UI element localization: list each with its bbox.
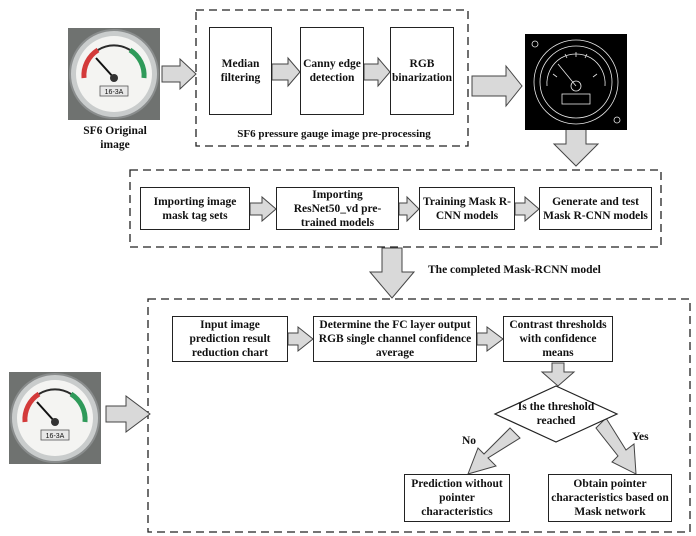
preprocessing-group-frame bbox=[195, 9, 469, 147]
block-arrow-right bbox=[476, 326, 504, 352]
block-arrow-right bbox=[363, 56, 391, 88]
canny-edge-detection-step: Canny edge detection bbox=[300, 27, 364, 115]
yes-branch-label: Yes bbox=[632, 431, 649, 443]
block-arrow-right bbox=[161, 57, 197, 91]
block-arrow-right bbox=[471, 64, 523, 108]
block-arrow-right bbox=[398, 195, 420, 223]
decision-diamond bbox=[493, 385, 619, 443]
block-arrow-right bbox=[249, 195, 277, 223]
edge-detected-gauge-image bbox=[525, 34, 627, 130]
import-mask-tags-step: Importing image mask tag sets bbox=[140, 187, 250, 230]
fc-layer-confidence-step: Determine the FC layer output RGB single… bbox=[313, 316, 477, 362]
no-pointer-outcome: Prediction without pointer characteristi… bbox=[404, 474, 510, 522]
generate-test-model-step: Generate and test Mask R-CNN models bbox=[539, 187, 652, 230]
completed-model-label: The completed Mask-RCNN model bbox=[428, 264, 601, 276]
rgb-binarization-step: RGB binarization bbox=[390, 27, 454, 115]
block-arrow-right bbox=[514, 195, 540, 223]
no-branch-label: No bbox=[462, 435, 477, 447]
training-group-frame bbox=[129, 169, 662, 248]
gauge-reading-label: 16-3A bbox=[105, 89, 124, 96]
input-image-step: Input image prediction result reduction … bbox=[172, 316, 288, 362]
block-arrow-diagonal bbox=[467, 427, 521, 475]
preprocessing-group-label: SF6 pressure gauge image pre-processing bbox=[237, 128, 431, 140]
block-arrow-down bbox=[552, 127, 600, 167]
contrast-threshold-step: Contrast thresholds with confidence mean… bbox=[503, 316, 613, 362]
block-arrow-right bbox=[105, 395, 151, 433]
block-arrow-down bbox=[368, 247, 416, 299]
block-arrow-diagonal bbox=[595, 417, 637, 475]
gauge-reading-label: 16-3A bbox=[46, 433, 65, 440]
median-filtering-step: Median filtering bbox=[209, 27, 272, 115]
pointer-characteristics-outcome: Obtain pointer characteristics based on … bbox=[548, 474, 672, 522]
block-arrow-right bbox=[271, 56, 301, 88]
import-pretrained-model-step: Importing ResNet50_vd pre-trained models bbox=[276, 187, 399, 230]
block-arrow-right bbox=[287, 325, 314, 353]
train-mask-rcnn-step: Training Mask R-CNN models bbox=[419, 187, 515, 230]
sf6-gauge-input-image: 16-3A bbox=[9, 372, 101, 464]
sf6-gauge-image: 16-3A bbox=[68, 28, 160, 120]
decision-label: Is the threshold reached bbox=[517, 401, 595, 427]
original-image-caption: SF6 Original image bbox=[83, 125, 147, 151]
block-arrow-down bbox=[540, 362, 576, 387]
